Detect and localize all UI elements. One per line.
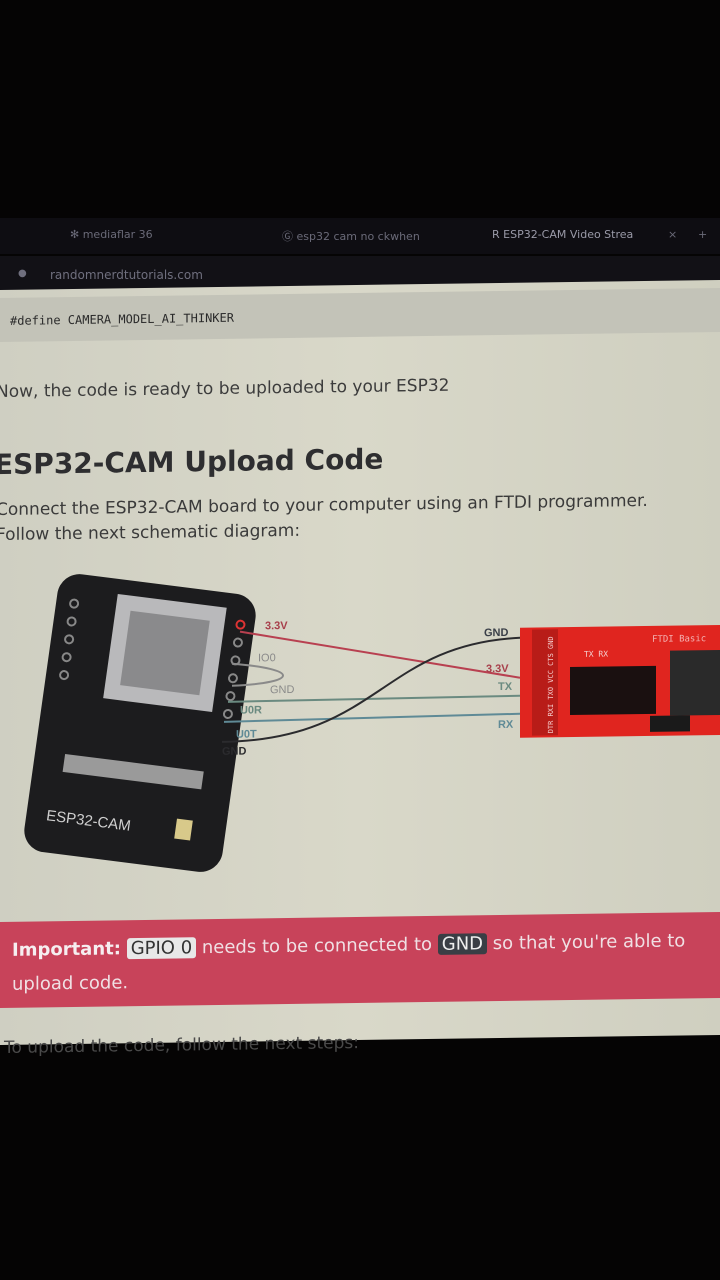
code-tag-gnd: GND: [437, 933, 488, 955]
wire-label-gnd-right: GND: [484, 627, 508, 639]
lock-icon: ●: [18, 268, 27, 279]
loading-icon: ✻: [70, 228, 83, 241]
rnt-icon: R: [492, 228, 504, 241]
article-page: #define CAMERA_MODEL_AI_THINKER Now, the…: [0, 279, 720, 1058]
schematic-diagram: ESP32-CAM 3.3V IO0 GND U0R U0T GND GND 3…: [24, 574, 720, 872]
wire-label-3v3-left: 3.3V: [265, 620, 288, 632]
code-block: #define CAMERA_MODEL_AI_THINKER: [0, 287, 720, 342]
ftdi-pin-labels: DTR RXI TXO VCC CTS GND: [547, 636, 555, 733]
intro-text: Connect the ESP32-CAM board to your comp…: [0, 490, 648, 546]
tab-2[interactable]: Ⓖ esp32 cam no ckwhen: [282, 230, 420, 243]
esp32-cam-board: ESP32-CAM: [24, 574, 256, 872]
google-icon: Ⓖ: [282, 230, 297, 243]
wire-label-gnd-left: GND: [222, 746, 246, 758]
ready-text: Now, the code is ready to be uploaded to…: [0, 375, 450, 403]
important-callout: Important: GPIO 0 needs to be connected …: [0, 911, 720, 1008]
wire-label-u0r: U0R: [240, 704, 262, 716]
code-tag-gpio0: GPIO 0: [126, 937, 197, 960]
wire-label-gnd-loop: GND: [270, 684, 294, 696]
tab-bar: ✻ mediaflar 36 Ⓖ esp32 cam no ckwhen R E…: [0, 218, 720, 254]
ftdi-led-labels: TX RX: [584, 650, 608, 659]
wire-label-io0: IO0: [258, 652, 276, 664]
wire-label-3v3-right: 3.3V: [486, 663, 509, 675]
tab-1[interactable]: ✻ mediaflar 36: [70, 228, 153, 241]
new-tab-button[interactable]: +: [698, 228, 708, 241]
url-text: randomnerdtutorials.com: [50, 268, 203, 282]
ftdi-label: FTDI Basic: [652, 634, 706, 645]
wire-label-tx: TX: [498, 681, 513, 693]
wire-label-rx: RX: [498, 719, 514, 731]
ftdi-board: FTDI Basic TX RX DTR RXI TXO VCC CTS GND: [520, 624, 720, 738]
tab-3-active[interactable]: R ESP32-CAM Video Strea: [492, 228, 634, 241]
close-tab-icon[interactable]: ×: [668, 228, 678, 241]
section-heading: ESP32-CAM Upload Code: [0, 442, 384, 482]
steps-intro: To upload the code, follow the next step…: [4, 1032, 359, 1058]
wires: [221, 630, 521, 743]
wire-label-u0t: U0T: [236, 728, 257, 740]
